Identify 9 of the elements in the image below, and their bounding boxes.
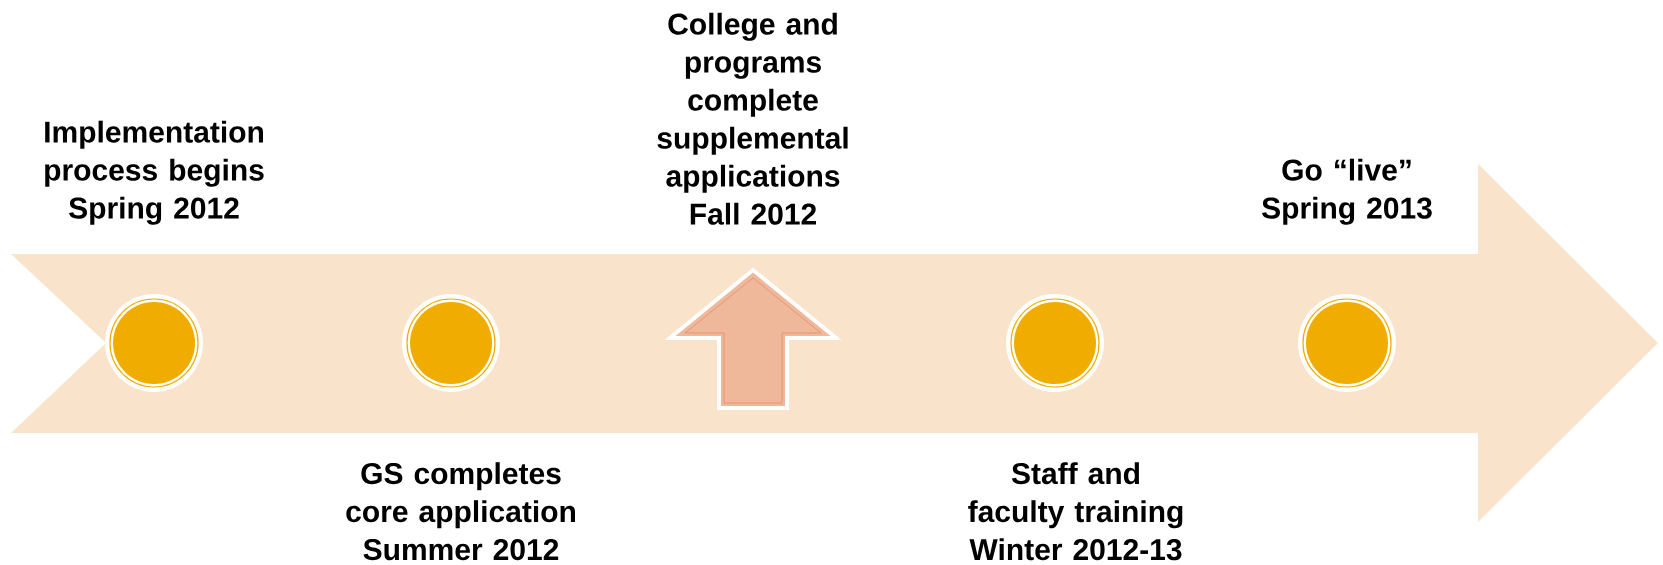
milestone-circle [105, 294, 203, 392]
milestone-label: College and programs complete supplemental applications Fall 2012 [657, 12, 848, 225]
milestone-label: Implementation process begins Spring 2012 [45, 120, 264, 225]
milestone-circle [1006, 294, 1104, 392]
milestone-label: GS completes core application Summer 2012 [346, 462, 575, 561]
milestone-circle [402, 294, 500, 392]
milestone-label: Staff and faculty training Winter 2012-13 [968, 462, 1183, 561]
milestone-circle [1298, 294, 1396, 392]
milestone-label: Go “live” Spring 2013 [1262, 158, 1432, 225]
